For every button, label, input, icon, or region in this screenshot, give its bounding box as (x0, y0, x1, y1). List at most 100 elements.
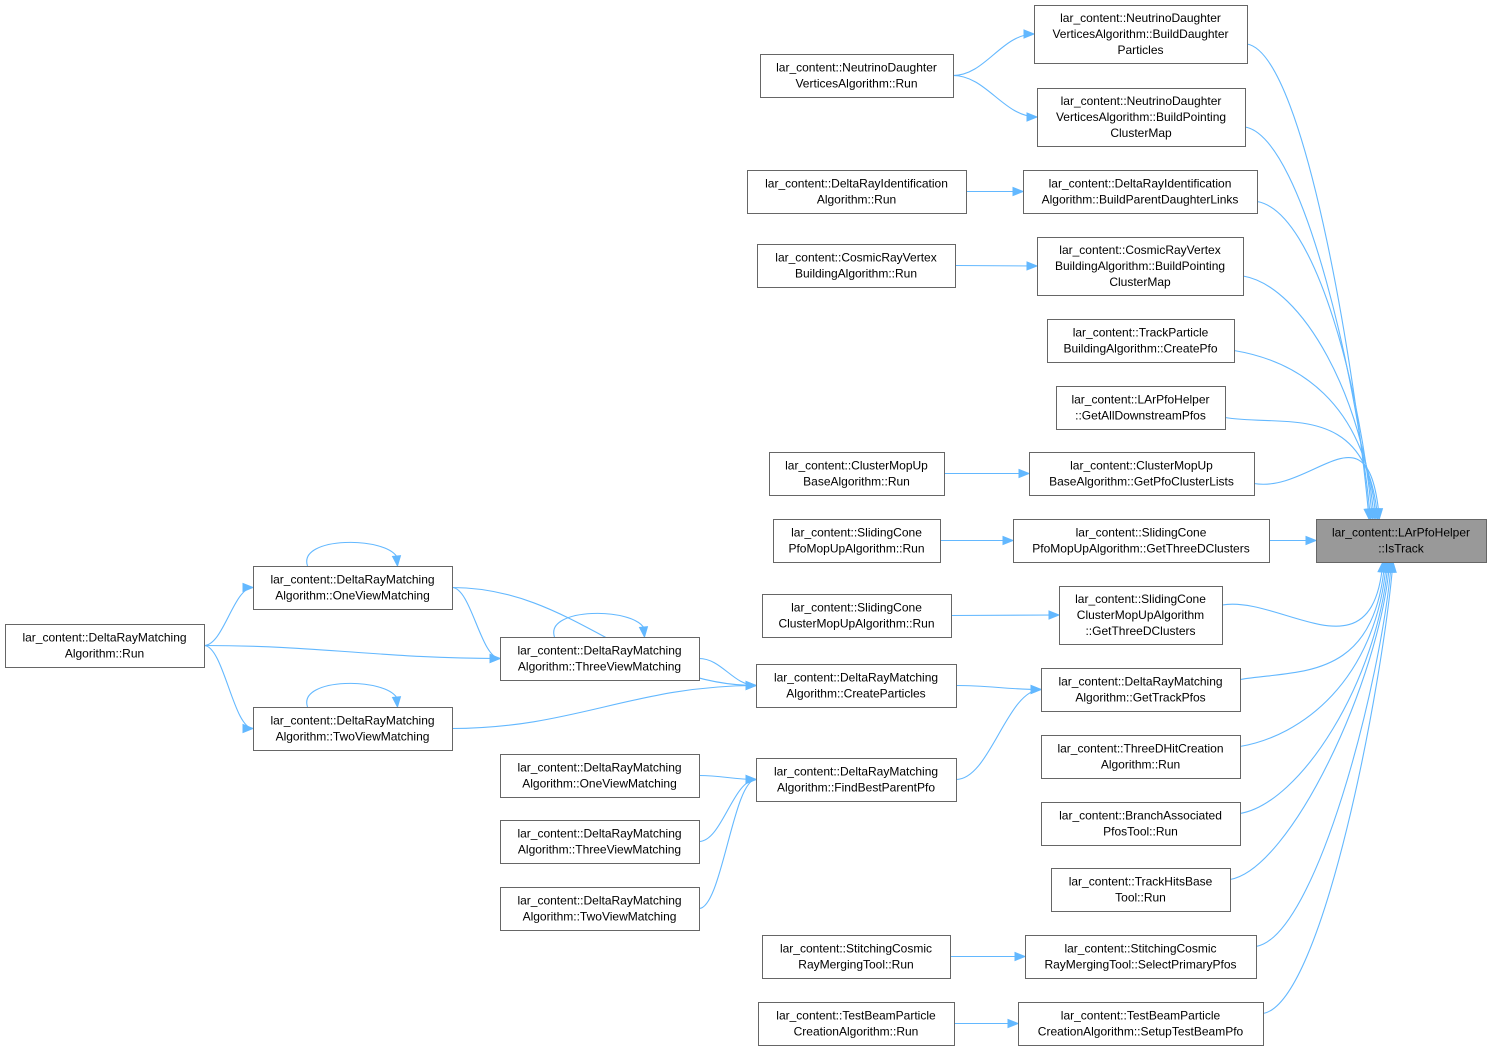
edge-scc_gtdc-to-istrack (1221, 560, 1387, 627)
node-tbpc_run[interactable]: lar_content::TestBeamParticleCreationAlg… (758, 1002, 955, 1046)
node-box (1041, 668, 1241, 712)
node-label: lar_content::CosmicRayVertex (775, 251, 936, 265)
node-crv_bpcm[interactable]: lar_content::CosmicRayVertexBuildingAlgo… (1037, 237, 1244, 296)
node-drm_twm1[interactable]: lar_content::DeltaRayMatchingAlgorithm::… (253, 707, 453, 751)
node-label: VerticesAlgorithm::BuildDaughter (1052, 27, 1228, 41)
edge-nd_bpcm-to-istrack (1244, 126, 1375, 521)
node-nd_run[interactable]: lar_content::NeutrinoDaughterVerticesAlg… (760, 54, 954, 98)
edge-drm_ovm1-to-drm_cp-line (451, 586, 757, 687)
edge-nd_bdp-to-istrack-line (1246, 43, 1370, 520)
node-label: ClusterMap (1110, 126, 1172, 140)
edge-drm_ovm1-to-drm_tvm1 (451, 586, 502, 664)
node-box (1047, 319, 1235, 363)
node-label: VerticesAlgorithm::Run (795, 77, 917, 91)
node-label: Algorithm::Run (1101, 758, 1180, 772)
node-box (500, 820, 700, 864)
node-label: lar_content::DeltaRayMatching (774, 671, 938, 685)
edge-scc_gtdc-to-istrack-line (1221, 561, 1384, 627)
node-drm_cp[interactable]: lar_content::DeltaRayMatchingAlgorithm::… (756, 664, 957, 708)
node-label: lar_content::DeltaRayMatching (517, 827, 681, 841)
node-box (1029, 452, 1255, 496)
edge-drm_ovm1-to-drm_ovm1-arrowhead (391, 555, 402, 568)
node-drm_twm2[interactable]: lar_content::DeltaRayMatchingAlgorithm::… (500, 887, 700, 931)
node-label: lar_content::DeltaRayIdentification (1049, 177, 1232, 191)
node-dri_bpdl[interactable]: lar_content::DeltaRayIdentificationAlgor… (1023, 170, 1258, 214)
node-scp_gtdc[interactable]: lar_content::SlidingConePfoMopUpAlgorith… (1013, 519, 1270, 563)
node-drm_run[interactable]: lar_content::DeltaRayMatchingAlgorithm::… (5, 624, 205, 668)
edge-drm_twm1-to-drm_twm1 (306, 682, 402, 709)
node-label: lar_content::SlidingCone (791, 526, 922, 540)
node-box (500, 887, 700, 931)
node-nd_bdp[interactable]: lar_content::NeutrinoDaughterVerticesAlg… (1034, 5, 1248, 64)
node-drm_ovm2[interactable]: lar_content::DeltaRayMatchingAlgorithm::… (500, 754, 700, 798)
node-label: lar_content::SlidingCone (1075, 592, 1206, 606)
node-label: CreationAlgorithm::Run (794, 1025, 919, 1039)
node-tdhc_run[interactable]: lar_content::ThreeDHitCreationAlgorithm:… (1041, 735, 1241, 779)
node-box (1037, 237, 1244, 296)
edge-lph_gad-to-istrack-line (1224, 416, 1379, 520)
edge-drm_twm1-to-drm_cp-line (451, 684, 757, 730)
node-box (1037, 88, 1246, 147)
node-scc_gtdc[interactable]: lar_content::SlidingConeClusterMopUpAlgo… (1059, 586, 1223, 645)
edge-nd_bpcm-to-istrack-line (1244, 126, 1371, 520)
node-lph_gad[interactable]: lar_content::LArPfoHelper::GetAllDownstr… (1056, 386, 1226, 430)
edge-drm_twm1-to-drm_twm1-arrowhead (391, 696, 402, 709)
edge-tbpc_stbp-to-istrack-arrowhead (1387, 560, 1397, 573)
node-box (253, 707, 453, 751)
node-box (762, 935, 951, 979)
edge-crv_bpcm-to-istrack (1242, 275, 1378, 521)
node-label: lar_content::ClusterMopUp (1070, 459, 1213, 473)
edge-bap_run-to-istrack-line (1239, 561, 1389, 815)
edge-drm_fbpp-to-drm_gtp (955, 684, 1043, 781)
edge-scp_run-to-scp_gtdc-arrowhead (1002, 535, 1015, 546)
node-cmu_gpcl[interactable]: lar_content::ClusterMopUpBaseAlgorithm::… (1029, 452, 1255, 496)
edge-crv_run-to-crv_bpcm-line (954, 264, 1038, 267)
edge-tbpc_stbp-to-istrack (1262, 560, 1397, 1015)
node-label: lar_content::BranchAssociated (1059, 809, 1222, 823)
node-scrm_spp[interactable]: lar_content::StitchingCosmicRayMergingTo… (1025, 935, 1257, 979)
node-drm_tvm2[interactable]: lar_content::DeltaRayMatchingAlgorithm::… (500, 820, 700, 864)
node-label: lar_content::TestBeamParticle (1061, 1009, 1221, 1023)
edge-cmu_gpcl-to-istrack-line (1253, 457, 1380, 520)
node-istrack[interactable]: lar_content::LArPfoHelper::IsTrack (1316, 519, 1487, 563)
node-crv_run[interactable]: lar_content::CosmicRayVertexBuildingAlgo… (757, 244, 956, 288)
node-label: lar_content::DeltaRayMatching (270, 714, 434, 728)
node-cmu_run[interactable]: lar_content::ClusterMopUpBaseAlgorithm::… (769, 452, 945, 496)
edge-drm_tvm1-to-drm_tvm1-arrowhead (638, 626, 649, 639)
edge-tpb_cp-to-istrack-line (1233, 349, 1377, 520)
node-scp_run[interactable]: lar_content::SlidingConePfoMopUpAlgorith… (773, 519, 941, 563)
node-drm_tvm1[interactable]: lar_content::DeltaRayMatchingAlgorithm::… (500, 637, 700, 681)
node-nd_bpcm[interactable]: lar_content::NeutrinoDaughterVerticesAlg… (1037, 88, 1246, 147)
node-label: lar_content::NeutrinoDaughter (1060, 11, 1221, 25)
edge-tbpc_stbp-to-istrack-line (1262, 561, 1394, 1015)
node-bap_run[interactable]: lar_content::BranchAssociatedPfosTool::R… (1041, 802, 1241, 846)
node-label: lar_content::LArPfoHelper (1071, 393, 1209, 407)
node-label: lar_content::CosmicRayVertex (1059, 243, 1220, 257)
node-dri_run[interactable]: lar_content::DeltaRayIdentificationAlgor… (747, 170, 967, 214)
edge-scrm_run-to-scrm_spp (949, 951, 1027, 962)
node-scc_run[interactable]: lar_content::SlidingConeClusterMopUpAlgo… (762, 594, 952, 638)
node-drm_fbpp[interactable]: lar_content::DeltaRayMatchingAlgorithm::… (756, 758, 957, 802)
node-scrm_run[interactable]: lar_content::StitchingCosmicRayMergingTo… (762, 935, 951, 979)
node-label: lar_content::StitchingCosmic (1064, 942, 1216, 956)
node-drm_gtp[interactable]: lar_content::DeltaRayMatchingAlgorithm::… (1041, 668, 1241, 712)
edge-drm_twm1-to-drm_cp-arrowhead (745, 680, 758, 691)
edge-drm_run-to-drm_twm1 (203, 644, 255, 734)
node-layer: lar_content::LArPfoHelper::IsTracklar_co… (5, 5, 1487, 1046)
node-drm_ovm1[interactable]: lar_content::DeltaRayMatchingAlgorithm::… (253, 566, 453, 610)
edge-drm_ovm1-to-drm_tvm1-line (451, 586, 501, 660)
node-label: lar_content::TestBeamParticle (776, 1009, 936, 1023)
node-label: Algorithm::BuildParentDaughterLinks (1042, 193, 1239, 207)
node-tbpc_stbp[interactable]: lar_content::TestBeamParticleCreationAlg… (1018, 1002, 1264, 1046)
node-label: lar_content::ThreeDHitCreation (1057, 742, 1223, 756)
edge-scc_run-to-scc_gtdc (950, 610, 1061, 620)
node-label: lar_content::DeltaRayIdentification (765, 177, 948, 191)
edge-tbpc_run-to-tbpc_stbp (954, 1018, 1020, 1029)
node-box (769, 452, 945, 496)
node-box (1051, 868, 1231, 912)
edge-scc_run-to-scc_gtdc-arrowhead (1048, 610, 1061, 620)
node-tpb_cp[interactable]: lar_content::TrackParticleBuildingAlgori… (1047, 319, 1235, 363)
node-box (1025, 935, 1257, 979)
node-box (1013, 519, 1270, 563)
